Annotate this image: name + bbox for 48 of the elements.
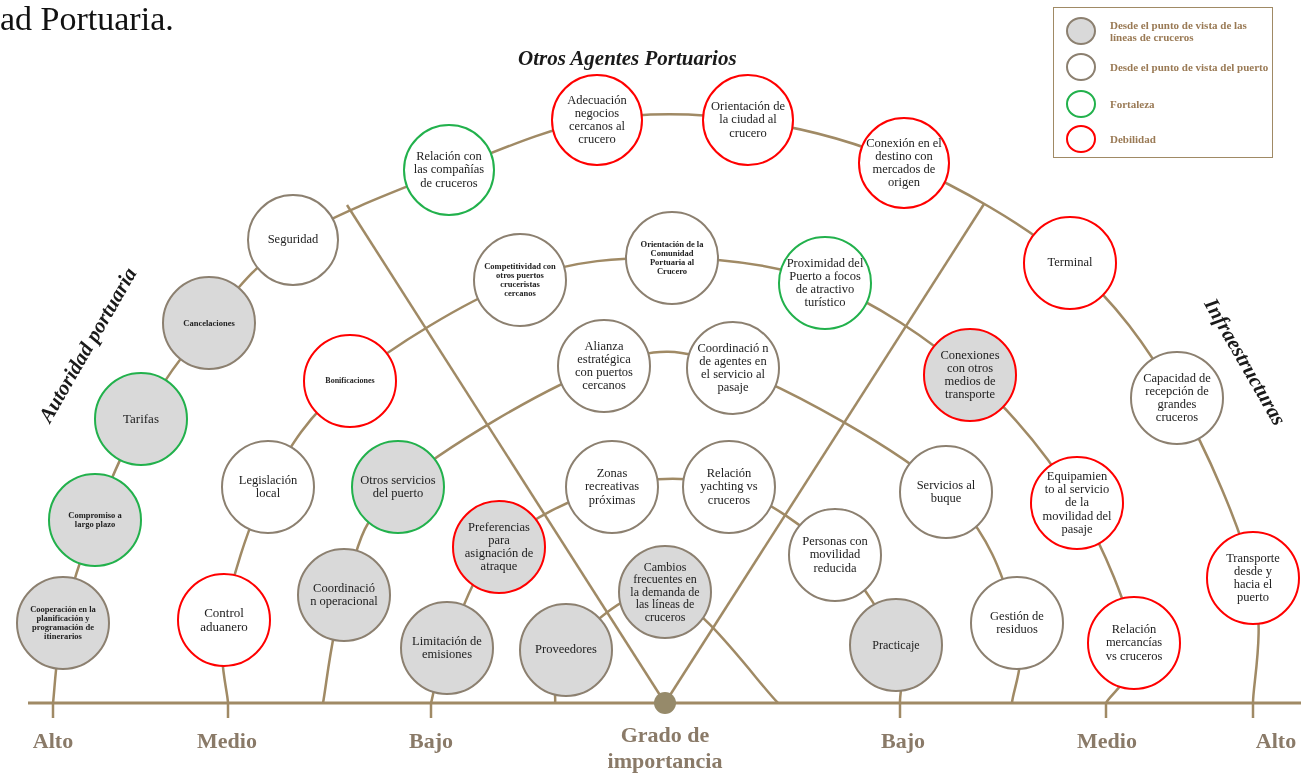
node-label: Equipamien to al servicio de la movilidad del pasaje xyxy=(1041,470,1113,536)
axis-label: Bajo xyxy=(881,728,925,754)
node-label: Limitación de emisiones xyxy=(412,634,482,662)
node-label: Terminal xyxy=(1046,256,1094,270)
node-label: Zonas recreativas próximas xyxy=(583,467,641,507)
axis-label: Alto xyxy=(32,728,74,754)
axis-label: Medio xyxy=(197,728,257,754)
node-label: Personas con movilidad reducida xyxy=(801,535,869,575)
node-label: Practicaje xyxy=(871,638,921,652)
node-label: Relación mercancías vs cruceros xyxy=(1104,623,1164,663)
node-label: Transporte desde y hacia el puerto xyxy=(1225,551,1281,605)
node-label: Preferencias para asignación de atraque xyxy=(463,520,535,574)
axis-label: Bajo xyxy=(409,728,453,754)
node-label: Orientación de la Comunidad Portuaria al Crucero xyxy=(639,240,705,276)
node-label: Conexión en el destino con mercados de origen xyxy=(865,136,943,190)
node-label: Cancelaciones xyxy=(182,318,236,328)
legend-text: Desde el punto de vista del puerto xyxy=(1110,61,1270,74)
node-label: Competitividad con otros puertos cruceristas cercanos xyxy=(484,262,556,298)
page-heading: ad Portuaria. xyxy=(0,0,174,38)
legend-text: Debilidad xyxy=(1110,133,1157,146)
node-label: Cambios frecuentes en la demanda de las líneas de cruceros xyxy=(629,560,701,624)
legend-text: Fortaleza xyxy=(1110,98,1156,111)
node-label: Conexiones con otros medios de transporte xyxy=(939,348,1001,402)
node-label: Relación con las compañías de cruceros xyxy=(412,150,486,190)
node-label: Control aduanero xyxy=(199,606,249,634)
node-label: Compromiso a largo plazo xyxy=(67,511,123,529)
node-label: Adecuación negocios cercanos al crucero xyxy=(566,93,628,147)
axis-title: Grado de importancia xyxy=(606,722,724,775)
legend-text: Desde el punto de vista de las líneas de cruceros xyxy=(1110,19,1248,44)
node-label: Coordinació n de agentes en el servicio al pasaje xyxy=(697,341,769,395)
node-label: Proximidad del Puerto a focos de atractivo turístico xyxy=(786,256,864,310)
sector-title: Otros Agentes Portuarios xyxy=(518,47,737,71)
node-label: Gestión de residuos xyxy=(989,609,1045,637)
axis-label: Alto xyxy=(1255,728,1297,754)
node-label: Alianza estratégica con puertos cercanos xyxy=(574,339,634,393)
node-label: Proveedores xyxy=(534,643,598,657)
node-label: Bonificaciones xyxy=(324,376,376,386)
node-label: Coordinació n operacional xyxy=(309,581,379,609)
node-label: Seguridad xyxy=(266,233,320,247)
node-label: Legislación local xyxy=(237,473,299,501)
node-label: Otros servicios del puerto xyxy=(359,473,437,501)
node-label: Orientación de la ciudad al crucero xyxy=(711,100,785,140)
axis-label: Medio xyxy=(1077,728,1137,754)
circle-node xyxy=(618,545,712,639)
node-label: Servicios al buque xyxy=(915,478,977,506)
node-label: Relación yachting vs cruceros xyxy=(699,467,759,507)
node-label: Cooperación en la planificación y programación de itinerarios xyxy=(29,605,97,641)
node-label: Tarifas xyxy=(122,412,160,426)
